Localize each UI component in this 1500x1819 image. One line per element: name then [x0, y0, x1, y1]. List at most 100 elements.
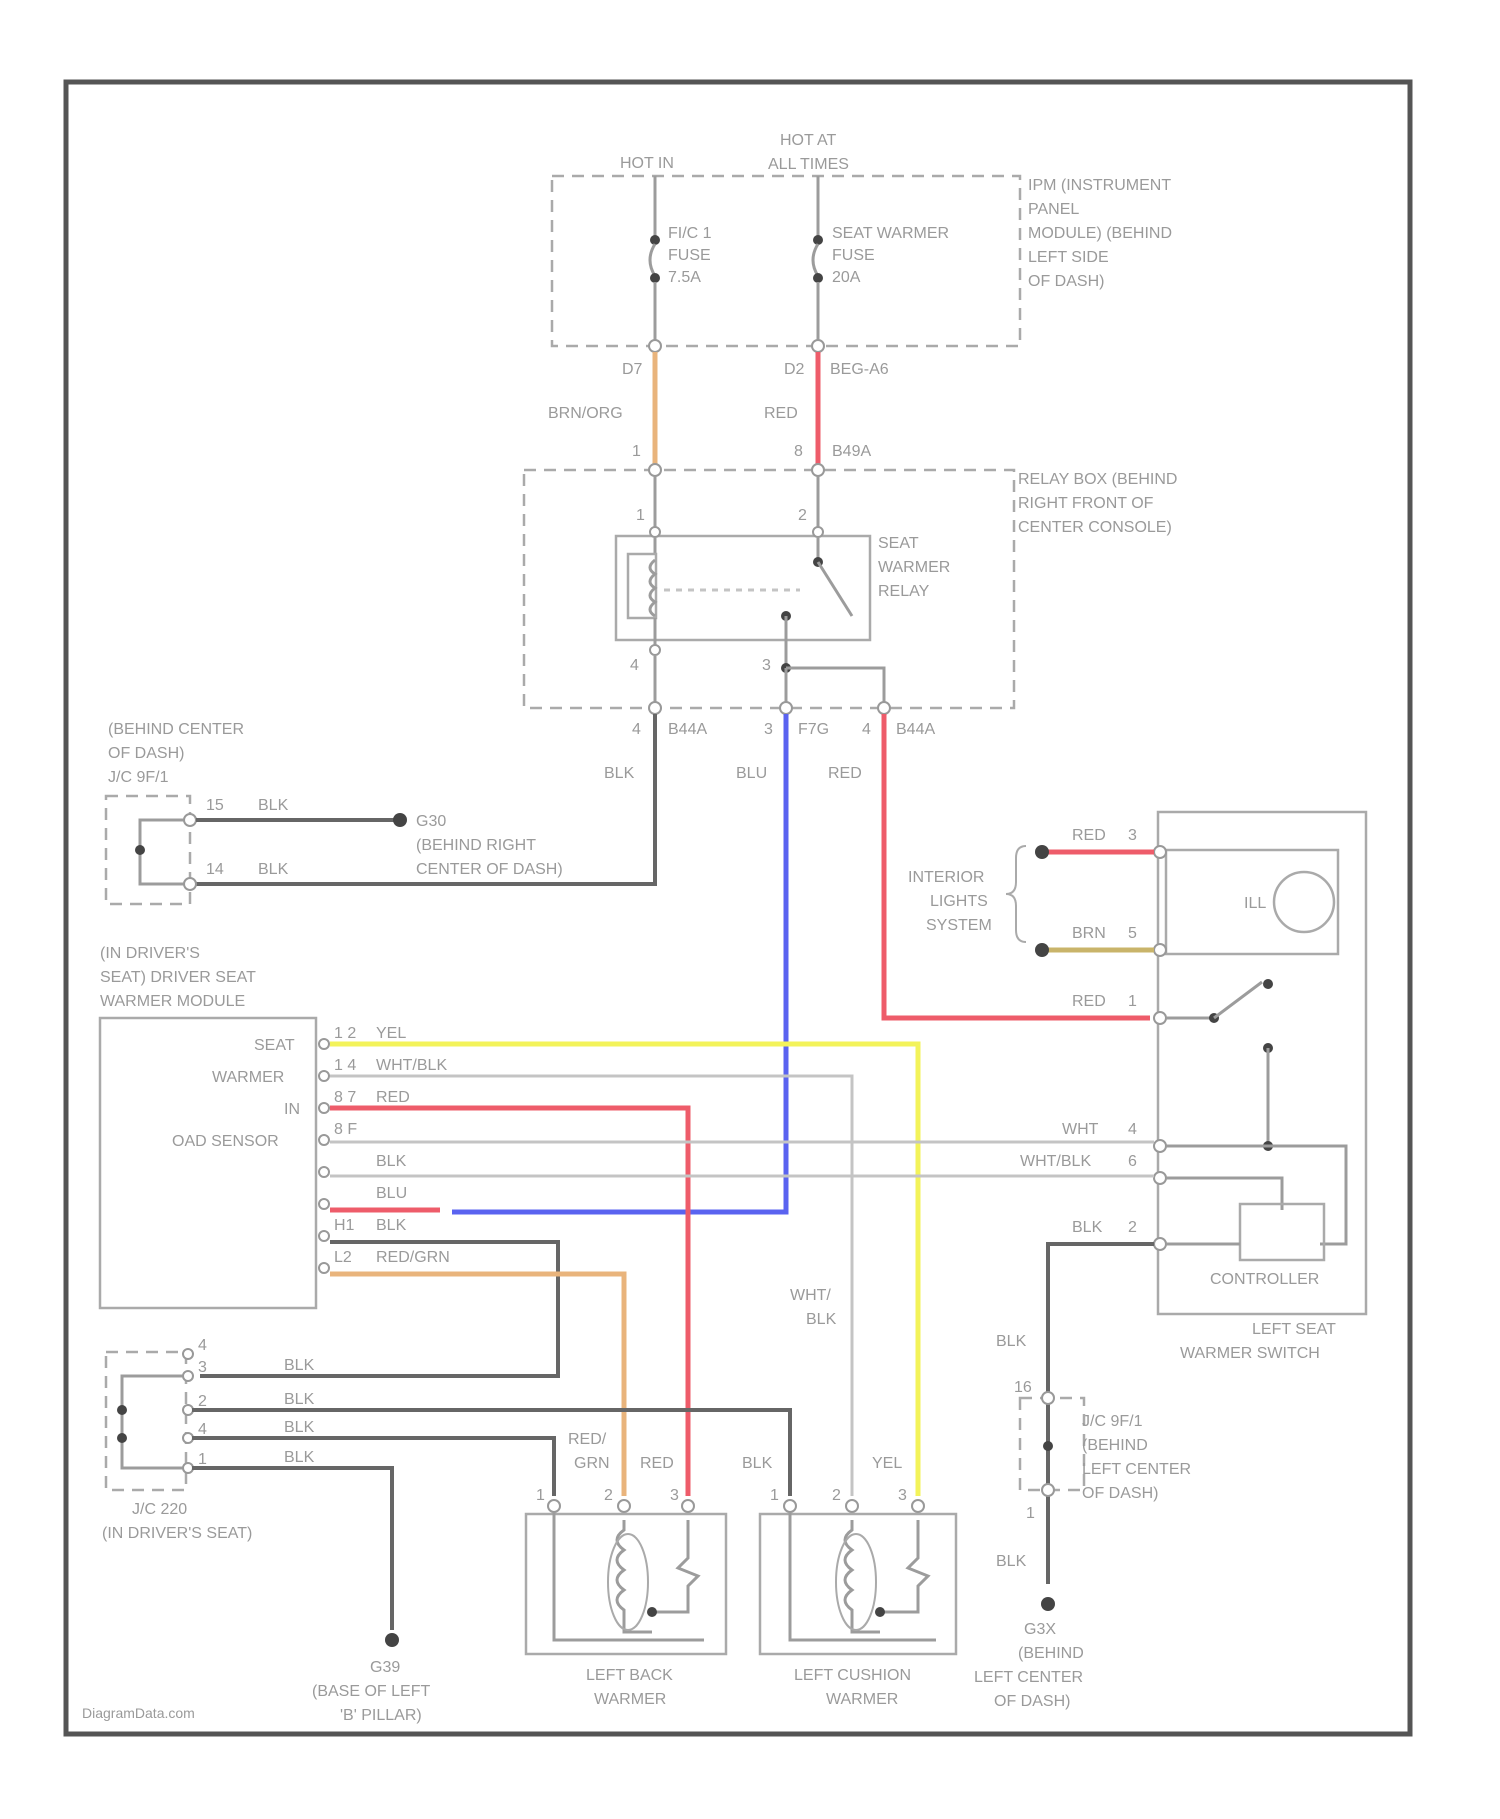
cushion-internal-1	[790, 1512, 936, 1640]
wire-red-top-label: RED	[764, 405, 798, 422]
relay-out-r-conn: B44A	[896, 721, 935, 738]
back-pin2	[618, 1500, 630, 1512]
ipm-pin-d2	[812, 340, 824, 352]
module-in-label: IN	[284, 1101, 300, 1118]
jc-220-node1	[117, 1405, 127, 1415]
module-box	[100, 1018, 316, 1308]
module-wire-label-7: RED/GRN	[376, 1249, 450, 1266]
jc-right-pin1	[1042, 1484, 1054, 1496]
module-warmer-label: WARMER	[212, 1069, 284, 1086]
switch-pin5	[1154, 944, 1166, 956]
jc-top-pin15	[184, 814, 196, 826]
relay-out4-conn: B44A	[668, 721, 707, 738]
cushion-thermistor	[880, 1520, 928, 1612]
interior-lights-brace	[1006, 846, 1026, 942]
relay-pin2-label: 2	[798, 507, 807, 524]
back-pin1-label: 1	[536, 1487, 545, 1504]
relaybox-pin1-label: 1	[632, 443, 641, 460]
jc-220-pin-label-4: 1	[198, 1451, 207, 1468]
jc-220-pin-label-0: 4	[198, 1337, 207, 1354]
relaybox-out4b	[878, 702, 890, 714]
fuse1-element	[650, 244, 655, 276]
jc-220-pin-1	[183, 1371, 193, 1381]
switch-contact-arm	[1214, 982, 1262, 1018]
module-pin-label-7: L2	[334, 1249, 352, 1266]
module-pin-label-6: H1	[334, 1217, 355, 1234]
relay-out3-conn: F7G	[798, 721, 829, 738]
switch-whtblk-pin: 6	[1128, 1153, 1137, 1170]
jc-220-bus	[122, 1376, 186, 1468]
ground-g39	[385, 1633, 399, 1647]
module-wire-label-5: BLU	[376, 1185, 407, 1202]
module-wire-label-1: WHT/BLK	[376, 1057, 447, 1074]
back-heater-outline	[608, 1534, 648, 1630]
wire-blu	[452, 714, 786, 1212]
module-seat-label: SEAT	[254, 1037, 295, 1054]
switch-wht-pin: 4	[1128, 1121, 1137, 1138]
relay-box-label: RELAY BOX (BEHIND RIGHT FRONT OF CENTER …	[1018, 471, 1182, 536]
fuse1-terminal-bottom	[650, 273, 660, 283]
jc-220-pin-label-3: 4	[198, 1421, 207, 1438]
module-pin-3	[319, 1135, 329, 1145]
module-pin-rows: 1 2YEL1 4WHT/BLK8 7RED8 FBLKBLUH1BLKL2RE…	[319, 1025, 450, 1273]
switch-pin4	[1154, 1140, 1166, 1152]
wire-red-relay-label: RED	[828, 765, 862, 782]
switch-pin1	[1154, 1012, 1166, 1024]
cushion-heater-outline	[836, 1534, 876, 1630]
module-wire-label-0: YEL	[376, 1025, 406, 1042]
back-internal-1	[554, 1512, 704, 1640]
hot-all-times-label: HOT AT ALL TIMES	[768, 132, 849, 173]
module-oad-label: OAD SENSOR	[172, 1133, 279, 1150]
ill-lamp-icon	[1274, 872, 1334, 932]
ground-g39-label: G39(BASE OF LEFT'B' PILLAR)	[312, 1659, 430, 1724]
switch-blk-pin: 2	[1128, 1219, 1137, 1236]
controller-box	[1240, 1204, 1324, 1260]
module-pin-label-1: 1 4	[334, 1057, 356, 1074]
back-w1-label: RED/GRN	[568, 1431, 610, 1472]
ground-g30	[393, 813, 407, 827]
relay-contact-in	[813, 527, 823, 537]
relaybox-pin8	[812, 464, 824, 476]
cushion-pin1	[784, 1500, 796, 1512]
ground-right	[1041, 1597, 1055, 1611]
relay-out-r-label: 4	[862, 721, 871, 738]
jc-220-pin-4	[183, 1463, 193, 1473]
module-pin-5	[319, 1199, 329, 1209]
cushion-pin1-label: 1	[770, 1487, 779, 1504]
watermark: DiagramData.com	[82, 1705, 195, 1721]
fuse2-terminal-top	[813, 235, 823, 245]
module-pin-2	[319, 1103, 329, 1113]
jc-220-wire-label-3: BLK	[284, 1449, 315, 1466]
switch-wht-label: WHT	[1062, 1121, 1099, 1138]
relaybox-out4	[649, 702, 661, 714]
jc-right-pin2-label: 1	[1026, 1505, 1035, 1522]
jc-top-node	[135, 845, 145, 855]
relaybox-pin8-conn: B49A	[832, 443, 871, 460]
wire-wht-blk-vertical-label: WHT/BLK	[790, 1287, 837, 1328]
cushion-w2-label: YEL	[872, 1455, 902, 1472]
diagram-frame	[66, 82, 1410, 1734]
fuse2-terminal-bottom	[813, 273, 823, 283]
jc-right-node	[1043, 1441, 1053, 1451]
jc-220-pin-label-1: 3	[198, 1359, 207, 1376]
fuse1-terminal-top	[650, 235, 660, 245]
module-pin-0	[319, 1039, 329, 1049]
module-pin-label-0: 1 2	[334, 1025, 356, 1042]
controller-label: CONTROLLER	[1210, 1271, 1319, 1288]
cushion-pin3	[912, 1500, 924, 1512]
jc-right-pin1-label: 16	[1014, 1379, 1032, 1396]
back-pin2-label: 2	[604, 1487, 613, 1504]
module-wire-label-6: BLK	[376, 1217, 407, 1234]
module-pin-6	[319, 1231, 329, 1241]
switch-pin6	[1154, 1172, 1166, 1184]
jc-right-wire-top: BLK	[996, 1333, 1027, 1350]
module-pin-label-2: 8 7	[334, 1089, 356, 1106]
switch-pin2	[1154, 1238, 1166, 1250]
switch-wht-internal	[1166, 1146, 1346, 1244]
